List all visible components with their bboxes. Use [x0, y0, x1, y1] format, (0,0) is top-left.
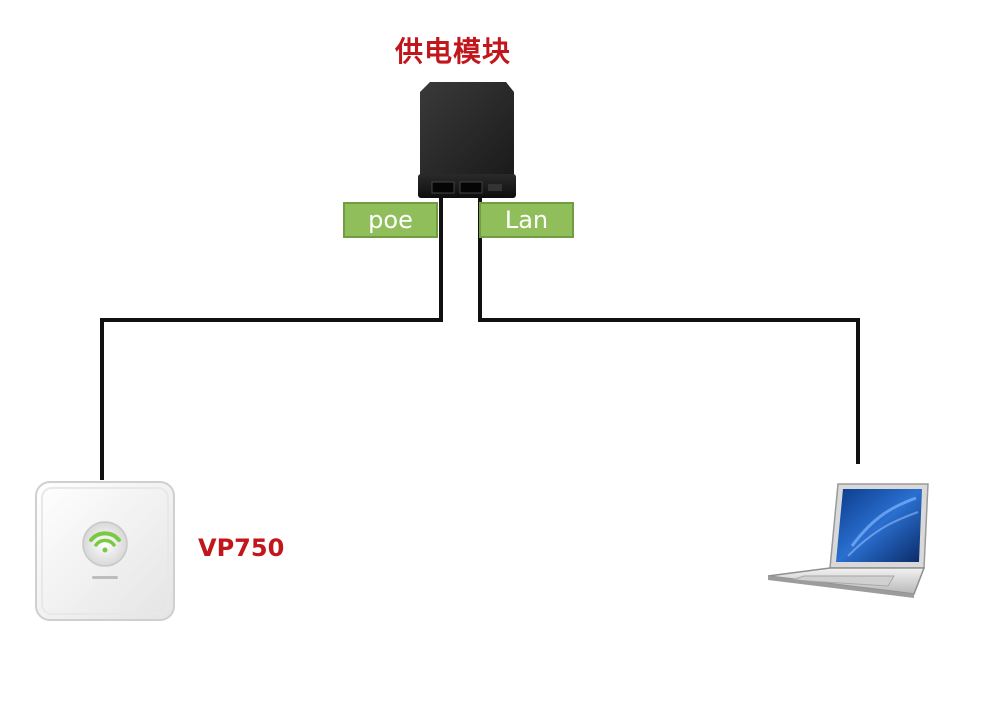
lan-port-label: Lan: [479, 202, 574, 238]
lan-cable: [478, 196, 860, 464]
laptop-icon: [767, 483, 929, 598]
ceiling-ap-icon: [35, 481, 175, 621]
poe-cable: [100, 196, 443, 480]
power-module-title: 供电模块: [394, 35, 511, 68]
access-point-label: VP750: [198, 534, 285, 562]
poe-port-label: poe: [343, 202, 438, 238]
poe-injector-icon: [418, 82, 516, 198]
